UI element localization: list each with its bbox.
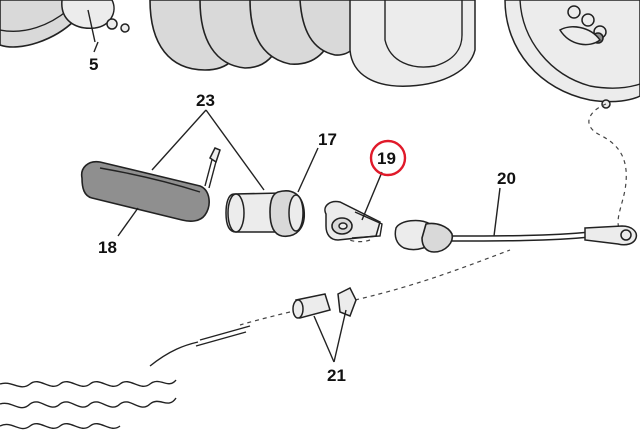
small-clip-part-5 — [61, 0, 130, 43]
callout-23: 23 — [196, 91, 215, 110]
leader-lines — [93, 41, 501, 363]
coil-spring-assembly — [149, 0, 476, 87]
highlight-ring-19 — [369, 139, 407, 177]
cable-assembly-part-20 — [394, 219, 638, 253]
sleeve-part-18 — [80, 147, 221, 222]
wire-route-21-coil — [239, 311, 291, 326]
callout-5: 5 — [89, 55, 98, 74]
callout-19: 19 — [377, 149, 396, 168]
wire-route-21 — [354, 249, 511, 301]
wire-route-right — [588, 103, 631, 241]
top-right-housing — [504, 0, 640, 109]
callout-17: 17 — [318, 130, 337, 149]
connector-housing-part-17 — [225, 190, 306, 237]
callout-20: 20 — [497, 169, 516, 188]
coil-cord-part-21 — [0, 286, 357, 430]
callout-21: 21 — [327, 366, 346, 385]
ring-terminal-part-19 — [324, 200, 383, 241]
callout-18: 18 — [98, 238, 117, 257]
